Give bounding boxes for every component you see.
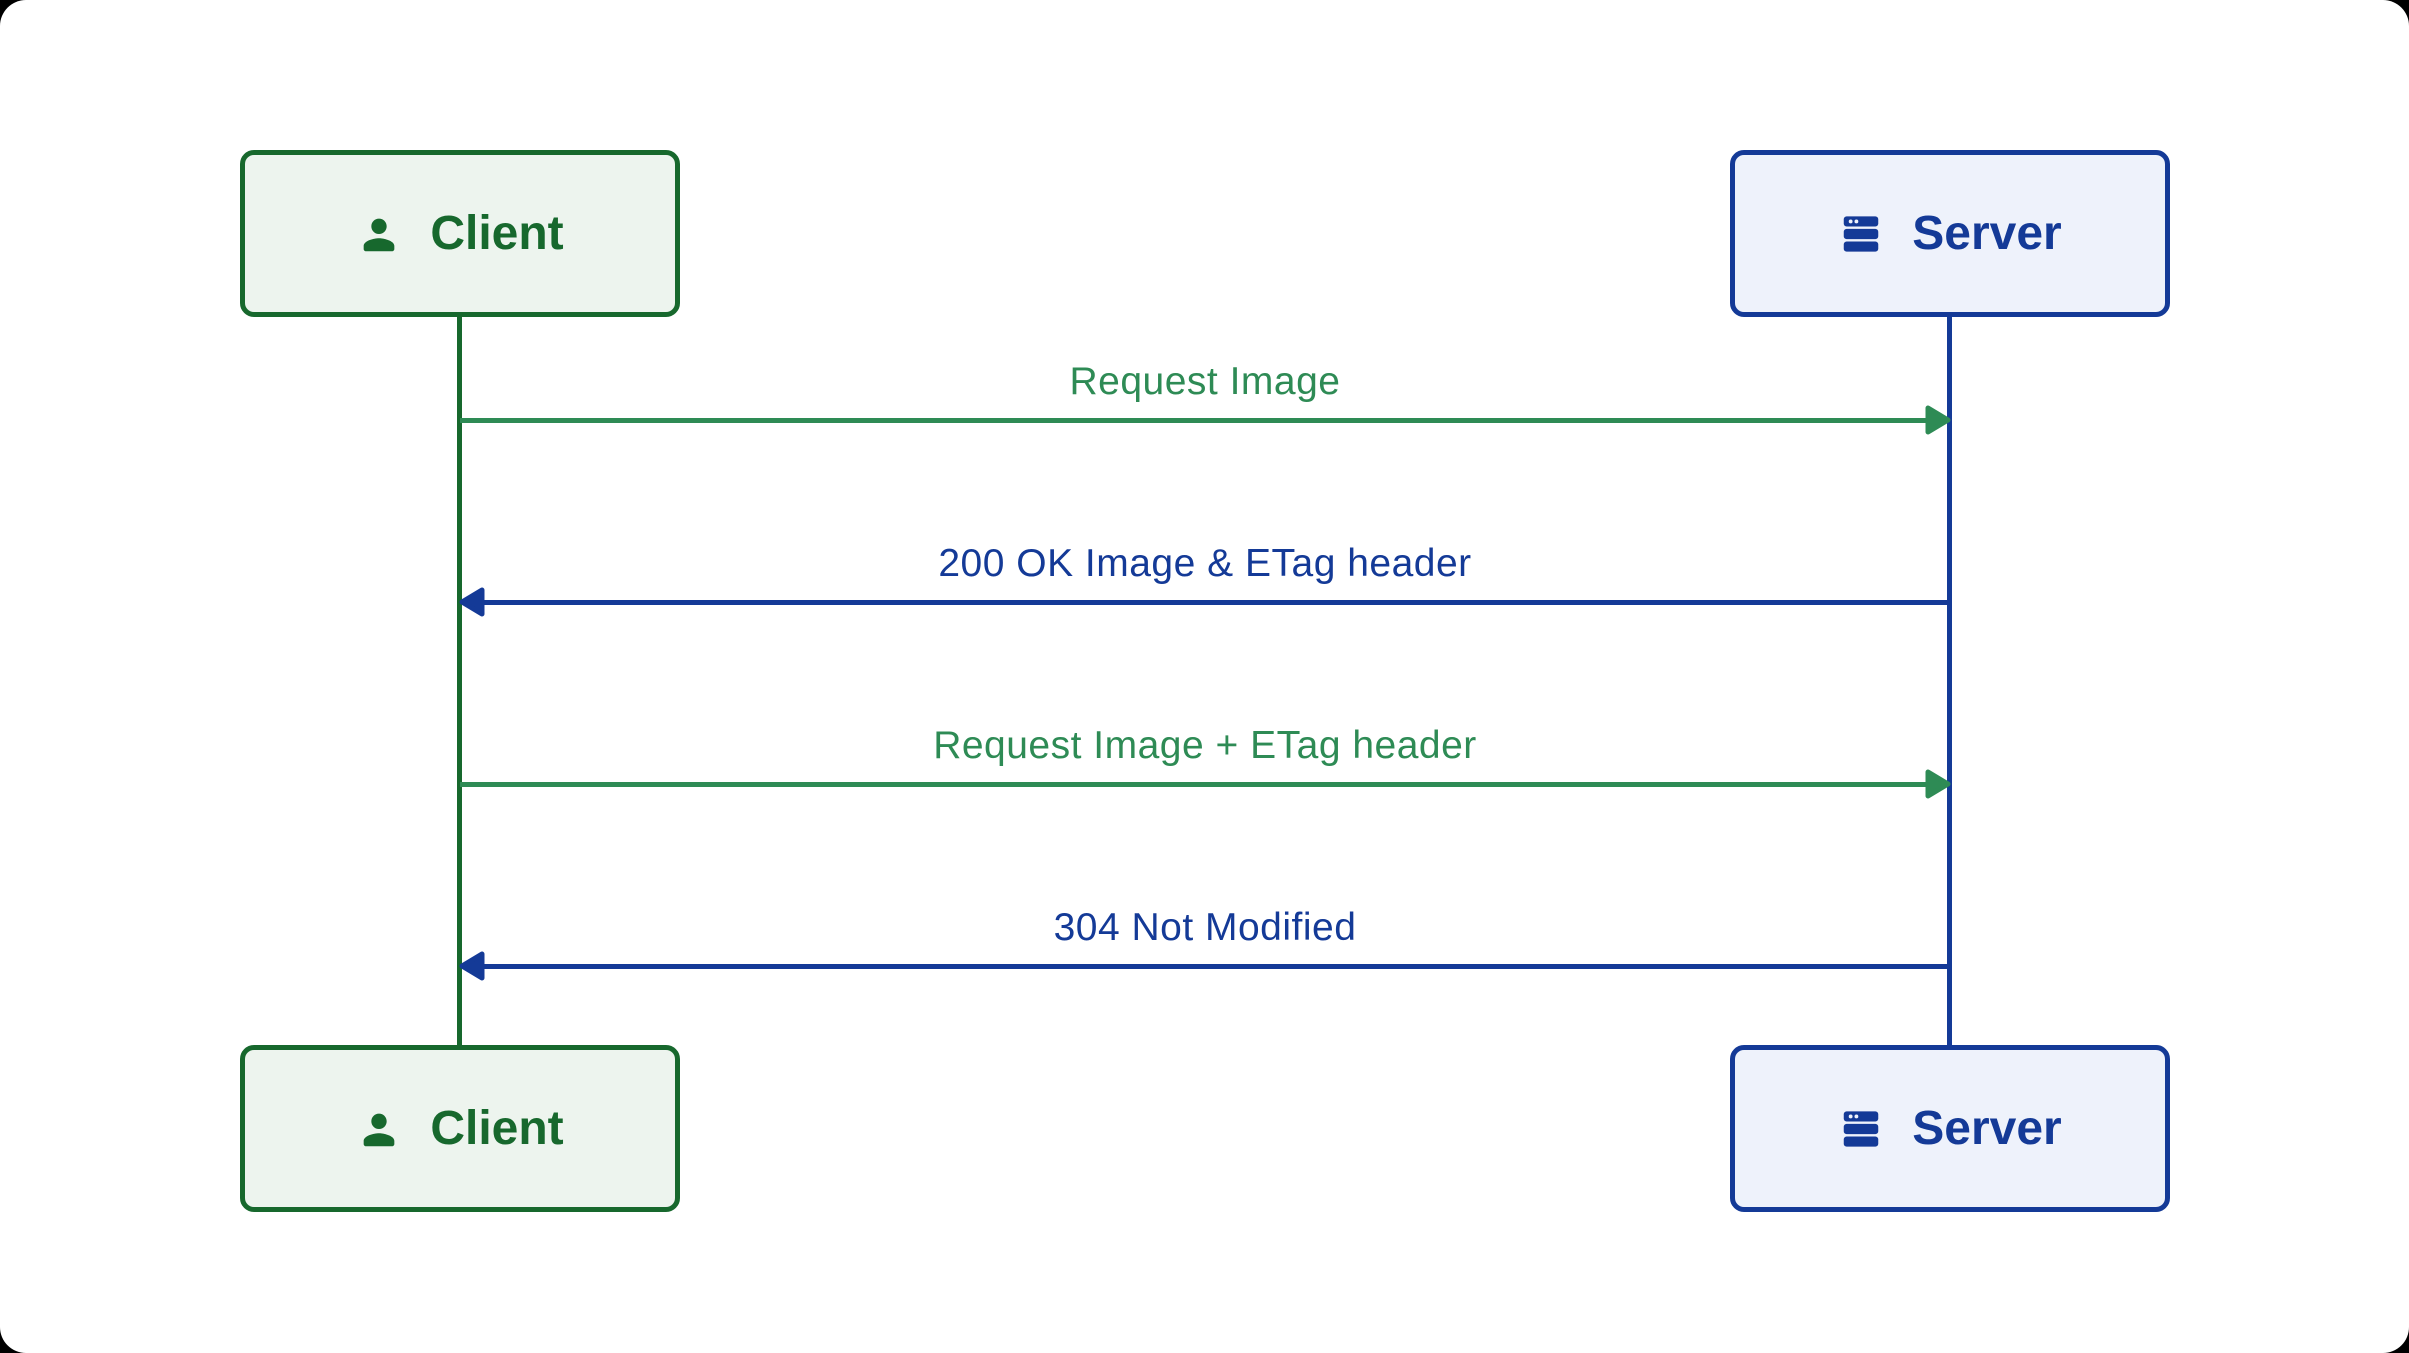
actor-label-server: Server	[1912, 207, 2062, 260]
arrowhead-right-icon	[1925, 769, 1951, 799]
person-icon	[356, 1106, 402, 1152]
actor-client-bottom: Client	[240, 1045, 680, 1212]
server-icon	[1838, 1106, 1884, 1152]
actor-server-bottom: Server	[1730, 1045, 2170, 1212]
message-line	[460, 781, 1926, 787]
actor-label-client: Client	[430, 207, 564, 260]
message-label: 304 Not Modified	[1053, 906, 1357, 949]
message-line	[484, 599, 1950, 605]
actor-client-top: Client	[240, 150, 680, 317]
arrowhead-left-icon	[459, 951, 485, 981]
server-lifeline	[1947, 317, 1952, 1045]
arrowhead-right-icon	[1925, 405, 1951, 435]
actor-server-top: Server	[1730, 150, 2170, 317]
message-label: Request Image	[1069, 360, 1341, 403]
actor-label-client: Client	[430, 1102, 564, 1155]
message-line	[460, 417, 1926, 423]
message-label: Request Image + ETag header	[933, 724, 1477, 767]
person-icon	[356, 211, 402, 257]
server-icon	[1838, 211, 1884, 257]
message-line	[484, 963, 1950, 969]
arrowhead-left-icon	[459, 587, 485, 617]
message-label: 200 OK Image & ETag header	[938, 542, 1472, 585]
actor-label-server: Server	[1912, 1102, 2062, 1155]
client-lifeline	[457, 317, 462, 1045]
